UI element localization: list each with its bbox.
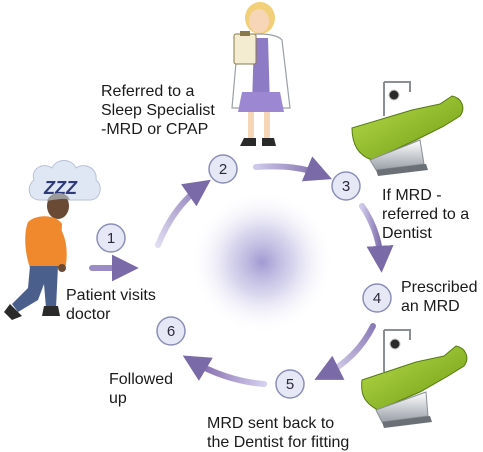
cycle-arrows (89, 156, 394, 387)
step-circle-1: 1 (96, 223, 126, 253)
step-label-3: If MRD - referred to a Dentist (382, 187, 470, 242)
step-number-6: 6 (167, 323, 175, 340)
step-circle-3: 3 (331, 171, 361, 201)
step-circle-4: 4 (362, 283, 392, 313)
step-label-6: Followed up (109, 371, 174, 407)
step-circle-2: 2 (208, 154, 238, 184)
step-circle-5: 5 (275, 369, 305, 399)
dental-chair-icon-bottom (361, 329, 468, 428)
arrow-step-5-to-6 (182, 355, 267, 387)
step-circles: 1 2 3 4 5 6 (96, 154, 392, 399)
step-number-3: 3 (342, 178, 350, 195)
step-label-5: MRD sent back to the Dentist for fitting (207, 415, 350, 451)
step-number-4: 4 (373, 290, 381, 307)
sleep-z-letters: ZZZ (43, 178, 78, 198)
step-number-2: 2 (219, 161, 227, 178)
step-label-4: Prescribed an MRD (401, 279, 478, 315)
dental-chair-icon-top (351, 81, 464, 176)
arrow-step-1-to-2 (155, 179, 211, 248)
step-label-1: Patient visits doctor (66, 287, 156, 323)
arrow-step-3-to-4 (359, 203, 394, 273)
step-number-1: 1 (107, 230, 115, 247)
step-number-5: 5 (286, 376, 294, 393)
step-circle-6: 6 (156, 316, 186, 346)
sleepy-man-icon: ZZZ (4, 160, 101, 320)
arrow-step-2-to-3 (253, 156, 332, 182)
center-glow (190, 190, 334, 334)
arrow-step-4-to-5 (314, 323, 376, 380)
step-label-2: Referred to a Sleep Specialist -MRD or C… (101, 83, 215, 138)
doctor-with-clipboard-icon (231, 2, 291, 146)
